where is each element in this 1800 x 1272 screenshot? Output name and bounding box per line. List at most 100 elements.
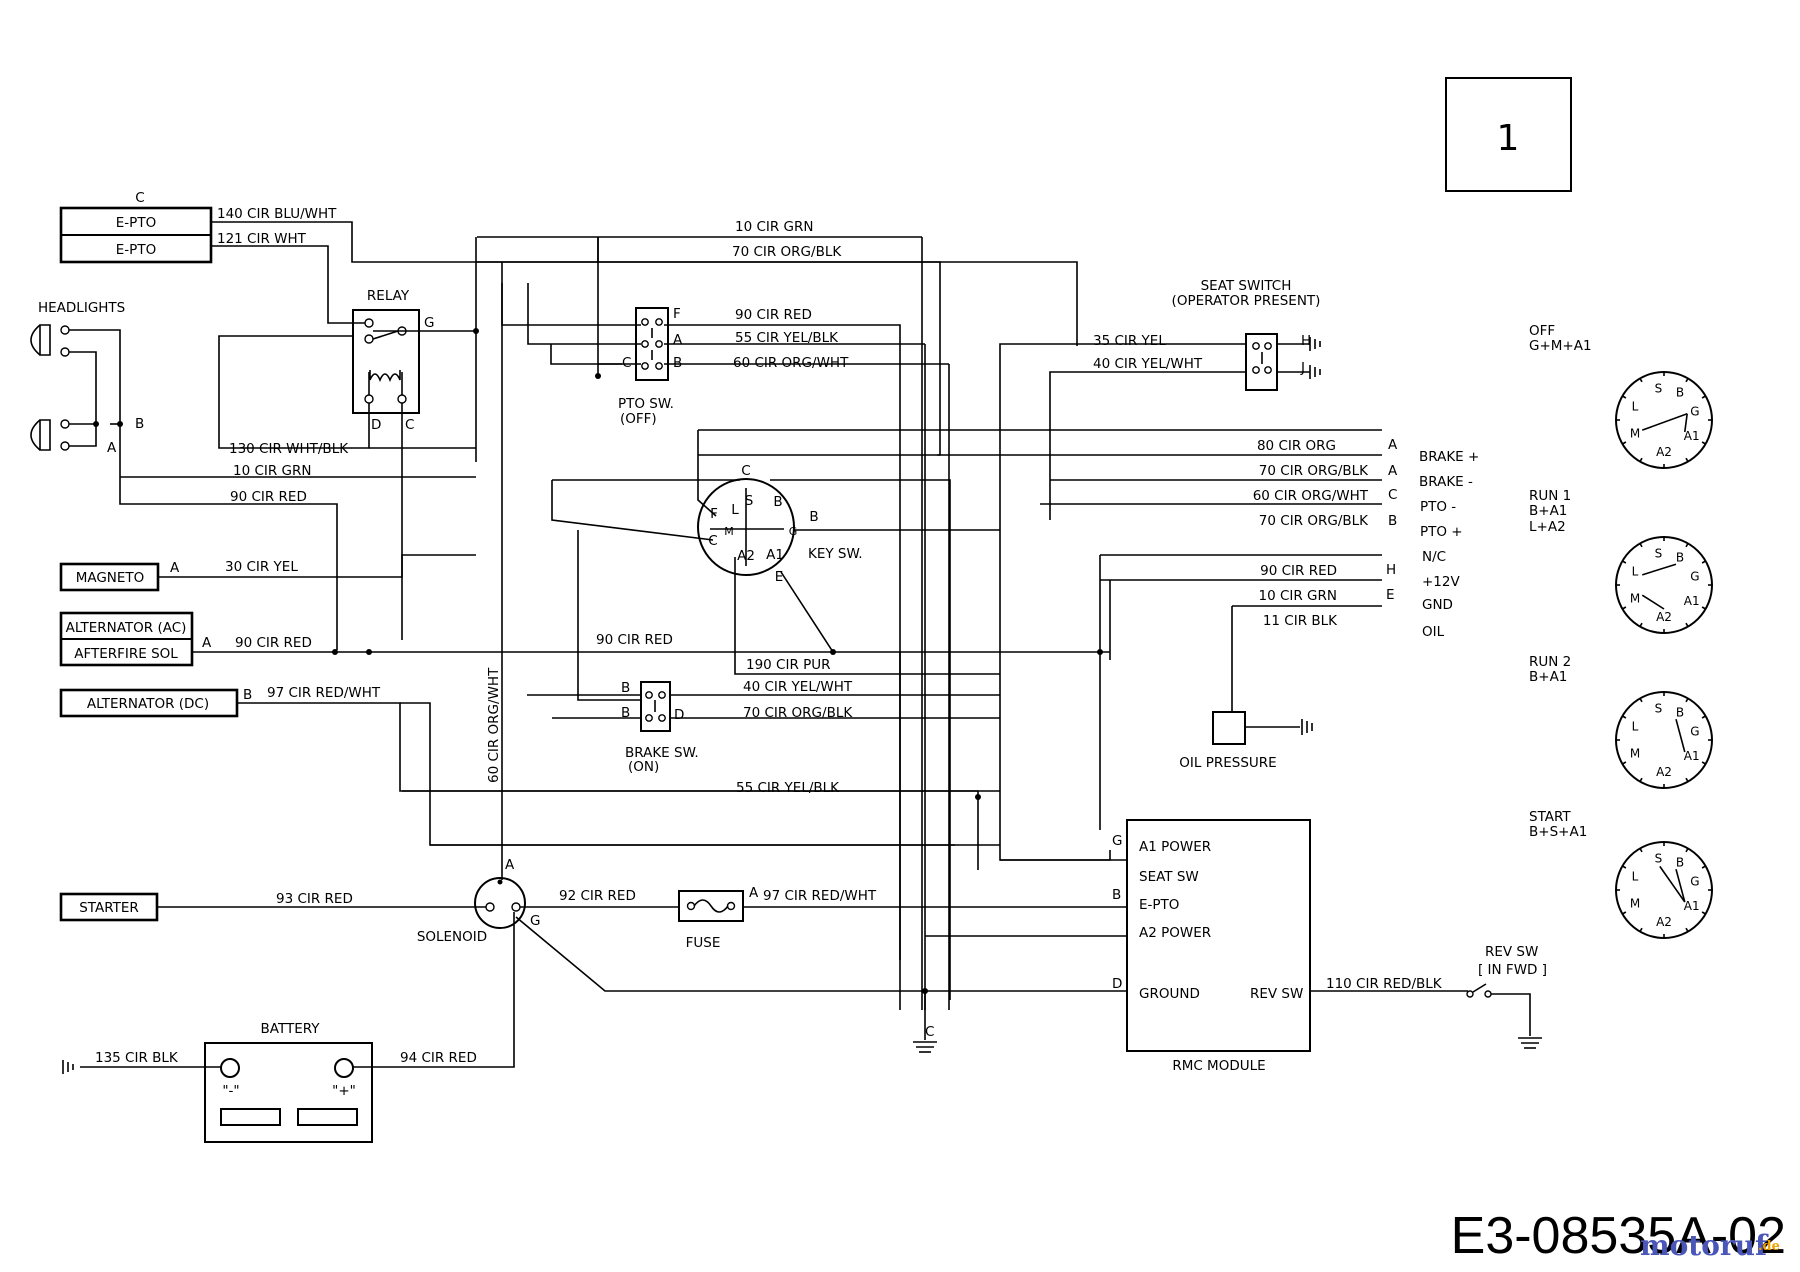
key-pos-run2-combo: B+A1 — [1529, 669, 1567, 685]
rmc-module-label: RMC MODULE — [1172, 1058, 1265, 1074]
wire-label-190: 190 CIR PUR — [746, 657, 831, 673]
chassis-ground-icon — [913, 1041, 937, 1053]
alternator-ac-label: ALTERNATOR (AC) — [66, 620, 187, 636]
wire-label-130: 130 CIR WHT/BLK — [229, 441, 349, 457]
alternator-ac-connector: ALTERNATOR (AC) AFTERFIRE SOL A — [59, 611, 212, 667]
pto-pin-a: A — [673, 332, 683, 348]
headlight-upper-icon — [30, 324, 51, 356]
dial-letter: A1 — [1684, 594, 1700, 608]
rev-sw-note: [ IN FWD ] — [1478, 962, 1547, 978]
dial-letter: A1 — [1684, 749, 1700, 763]
pto-pin-f: F — [673, 306, 681, 322]
dial-letter: A2 — [1656, 915, 1672, 929]
pto-switch-state: (OFF) — [620, 411, 657, 427]
dial-contact-link — [1659, 865, 1686, 903]
seat-pin-h: H — [1301, 333, 1311, 349]
svg-text:70 CIR ORG/BLK: 70 CIR ORG/BLK — [1259, 463, 1369, 479]
e-pto-connector-label: C — [135, 190, 144, 206]
dial-contact-link — [1641, 594, 1665, 610]
rmc-rev-sw: REV SW — [1250, 986, 1303, 1002]
brake-pin-b-upper: B — [621, 680, 630, 696]
wire-label-40-brake: 40 CIR YEL/WHT — [743, 679, 853, 695]
rmc-a1-power: A1 POWER — [1139, 839, 1211, 855]
dial-contact-link — [1675, 869, 1686, 903]
fuse: FUSE A — [678, 885, 759, 951]
wire-label-10-left: 10 CIR GRN — [233, 463, 312, 479]
svg-text:BRAKE -: BRAKE - — [1419, 474, 1473, 490]
wire-label-70-top: 70 CIR ORG/BLK — [732, 244, 842, 260]
brake-pin-d: D — [674, 707, 684, 723]
wire-label-135: 135 CIR BLK — [95, 1050, 179, 1066]
key-pin-c-left: C — [708, 533, 717, 549]
dial-letter: S — [1655, 546, 1663, 560]
e-pto-a-label: E-PTO — [116, 215, 156, 231]
relay-pin-c: C — [405, 417, 414, 433]
dial-letter: A2 — [1656, 445, 1672, 459]
wire-label-70-brake: 70 CIR ORG/BLK — [743, 705, 853, 721]
pto-switch-label: PTO SW. — [618, 396, 674, 412]
svg-text:BRAKE +: BRAKE + — [1419, 449, 1479, 465]
dial-letter: A2 — [1656, 610, 1672, 624]
magneto-connector: MAGNETO A — [59, 560, 180, 592]
svg-text:E: E — [1386, 587, 1395, 603]
oil-ground-icon — [1301, 719, 1313, 735]
svg-text:A: A — [1388, 463, 1398, 479]
relay-pin-d: D — [371, 417, 381, 433]
wire-label-90-alt: 90 CIR RED — [235, 635, 312, 651]
afterfire-sol-label: AFTERFIRE SOL — [74, 646, 178, 662]
brake-switch-state: (ON) — [628, 759, 659, 775]
e-pto-connector: C E-PTO E-PTO — [59, 190, 213, 264]
dial-letter: B — [1676, 550, 1684, 564]
seat-switch-label: SEAT SWITCH — [1201, 278, 1292, 294]
headlight-lower-icon — [30, 419, 51, 451]
dial-letter: L — [1632, 869, 1639, 883]
wire-label-90-pto: 90 CIR RED — [735, 307, 812, 323]
key-pin-e: E — [775, 569, 784, 585]
pto-pin-c: C — [622, 355, 631, 371]
harness-row: 90 CIR RED H +12V — [1260, 562, 1460, 590]
wire-label-121: 121 CIR WHT — [217, 231, 307, 247]
headlight-pin-a: A — [107, 440, 117, 456]
rmc-seat-sw: SEAT SW — [1139, 869, 1199, 885]
dial-letter: G — [1690, 570, 1699, 584]
wire-label-90-mid: 90 CIR RED — [596, 632, 673, 648]
svg-text:PTO -: PTO - — [1420, 499, 1456, 515]
rmc-e-pto: E-PTO — [1139, 897, 1179, 913]
dial-letter: S — [1655, 701, 1663, 715]
dial-contact-link — [1642, 563, 1677, 576]
key-switch: C S B F L B C M G A2 A1 E KEY SW. — [697, 463, 863, 585]
page-number-box: 1 — [1445, 77, 1572, 192]
seat-pin-j: J — [1300, 360, 1305, 376]
dial-letter: M — [1630, 747, 1640, 761]
key-pin-m: M — [724, 525, 734, 538]
rmc-pin-b: B — [1112, 887, 1121, 903]
rev-switch: REV SW [ IN FWD ] — [1310, 944, 1547, 1049]
battery-label: BATTERY — [261, 1021, 321, 1037]
battery-positive-terminal — [334, 1058, 354, 1078]
key-pos-start-name: START — [1529, 809, 1571, 825]
e-pto-b-label: E-PTO — [116, 242, 156, 258]
seat-ground-h-icon — [1309, 337, 1321, 351]
wire-label-92: 92 CIR RED — [559, 888, 636, 904]
key-pos-run2-name: RUN 2 — [1529, 654, 1571, 670]
pto-pin-b: B — [673, 355, 682, 371]
brake-switch-label: BRAKE SW. — [625, 745, 699, 761]
dial-letter: L — [1632, 564, 1639, 578]
key-pin-s: S — [745, 493, 754, 509]
brake-pin-b-lower: B — [621, 705, 630, 721]
wire-label-93: 93 CIR RED — [276, 891, 353, 907]
dial-letter: M — [1630, 897, 1640, 911]
dial-letter: L — [1632, 399, 1639, 413]
wire-label-40-seat: 40 CIR YEL/WHT — [1093, 356, 1203, 372]
relay-label: RELAY — [367, 288, 410, 304]
relay-pin-g: G — [424, 315, 434, 331]
harness-row: 10 CIR GRN E GND — [1259, 587, 1453, 613]
dial-letter: B — [1676, 705, 1684, 719]
rev-ground-icon — [1518, 1037, 1542, 1049]
rmc-module: A1 POWER SEAT SW E-PTO A2 POWER GROUND R… — [1112, 819, 1311, 1074]
dial-letter: S — [1655, 851, 1663, 865]
wire-network — [62, 221, 1382, 1074]
